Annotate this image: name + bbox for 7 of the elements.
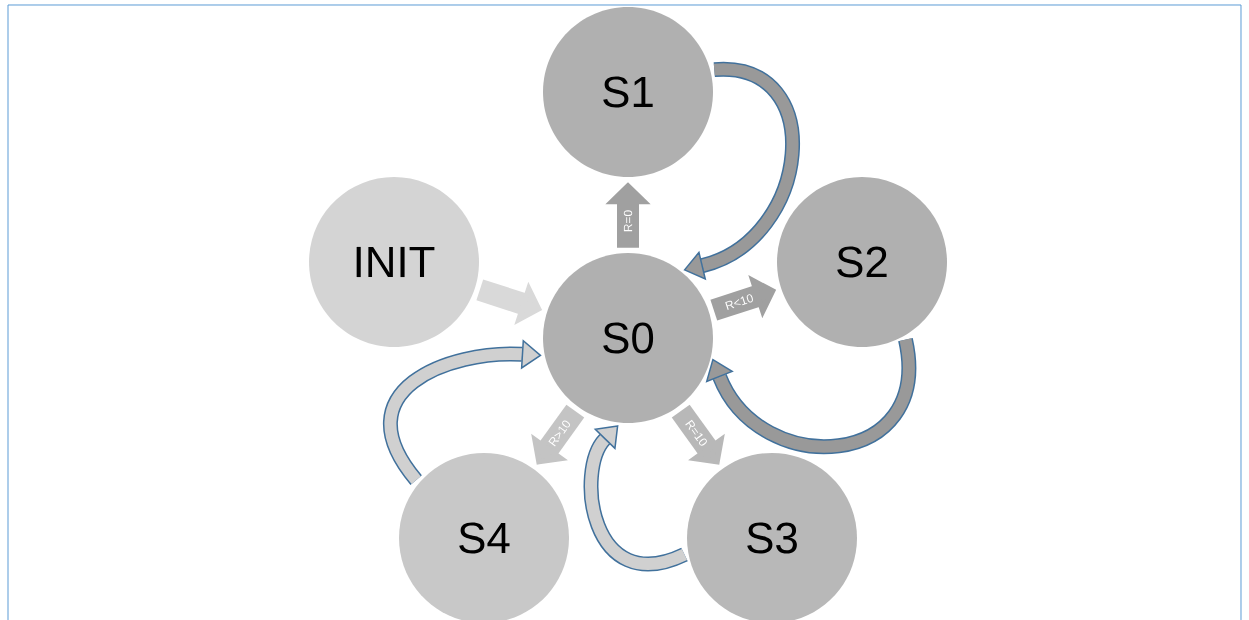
edge-label: R<10 xyxy=(722,292,756,312)
edge-label: R=0 xyxy=(622,208,634,234)
curved-arrow xyxy=(383,339,542,485)
block-arrow xyxy=(671,404,725,465)
curved-arrow xyxy=(583,425,688,572)
curved-arrow xyxy=(683,62,800,281)
curved-arrow xyxy=(705,338,917,454)
